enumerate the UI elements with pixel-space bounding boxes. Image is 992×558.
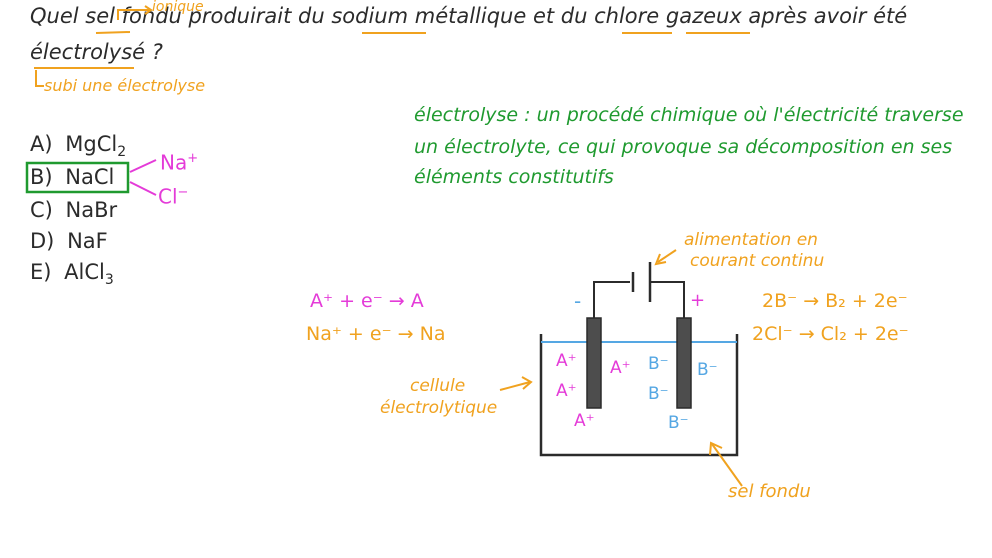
option-formula: NaBr [65,198,118,222]
salt-arrow [711,443,743,487]
option-formula: NaCl [65,165,115,189]
molten-salt-label: sel fondu [728,481,811,502]
anode-sign: + [690,290,706,311]
ionique-arrow [117,9,150,20]
cell-label-2: électrolytique [380,398,498,418]
ion-cl-charge: − [177,185,189,200]
question-line-1: Quel sel fondu produirait du sodium méta… [30,4,908,28]
ion-connector-na [129,159,157,173]
option-formula: NaF [67,229,108,253]
wire-left [593,281,630,318]
equation-right-2: 2Cl⁻ → Cl₂ + 2e⁻ [752,323,909,345]
cell-container [539,334,739,457]
option-formula: MgCl [65,132,118,156]
ion-cl-symbol: Cl [158,184,178,209]
cell-arrow [499,381,531,391]
ion-connector-cl [129,181,157,196]
power-supply-label-1: alimentation en [684,230,818,250]
cation-1: A⁺ [556,351,577,371]
equation-right-1: 2B⁻ → B₂ + 2e⁻ [762,290,908,312]
cation-4: A⁺ [610,358,631,378]
wire-right [650,281,685,318]
cathode-sign: - [574,289,582,313]
anion-3: B⁻ [648,384,669,404]
definition-line-2: un électrolyte, ce qui provoque sa décom… [414,136,953,158]
option-b: B) NaCl [30,167,114,188]
cell-label-1: cellule [410,376,466,396]
anion-1: B⁻ [648,354,669,374]
option-letter: D) [30,229,55,253]
power-supply-label-2: courant continu [690,251,825,271]
electrolyse-note-arrow [35,70,44,87]
note-ionique: ionique [152,0,204,15]
cathode-electrode [586,317,602,409]
option-subscript: 2 [117,144,127,161]
option-e: E) AlCl3 [30,260,114,289]
ion-na: Na+ [160,152,198,173]
cation-2: A⁺ [556,381,577,401]
equation-left-1: A⁺ + e⁻ → A [310,290,424,312]
answer-box [25,161,130,194]
power-arrow [657,249,677,263]
ion-na-charge: + [187,151,199,166]
underline-sel [95,31,131,34]
ion-na-symbol: Na [160,150,188,175]
option-letter: E) [30,260,52,284]
option-letter: B) [30,165,53,189]
cation-3: A⁺ [574,411,595,431]
definition-line-3: éléments constitutifs [414,166,614,188]
equation-left-2: Na⁺ + e⁻ → Na [306,323,446,345]
option-letter: C) [30,198,53,222]
question-line-2: électrolysé ? [30,40,163,64]
option-letter: A) [30,132,53,156]
anion-4: B⁻ [668,413,689,433]
option-d: D) NaF [30,231,108,252]
anode-electrode [676,317,692,409]
definition-line-1: électrolyse : un procédé chimique où l'é… [414,104,964,126]
option-formula: AlCl [64,260,105,284]
ion-cl: Cl− [158,186,188,207]
note-electrolyse: subi une électrolyse [44,76,206,95]
anion-2: B⁻ [697,360,718,380]
option-subscript: 3 [104,272,114,289]
option-a: A) MgCl2 [30,132,127,161]
option-c: C) NaBr [30,200,117,221]
